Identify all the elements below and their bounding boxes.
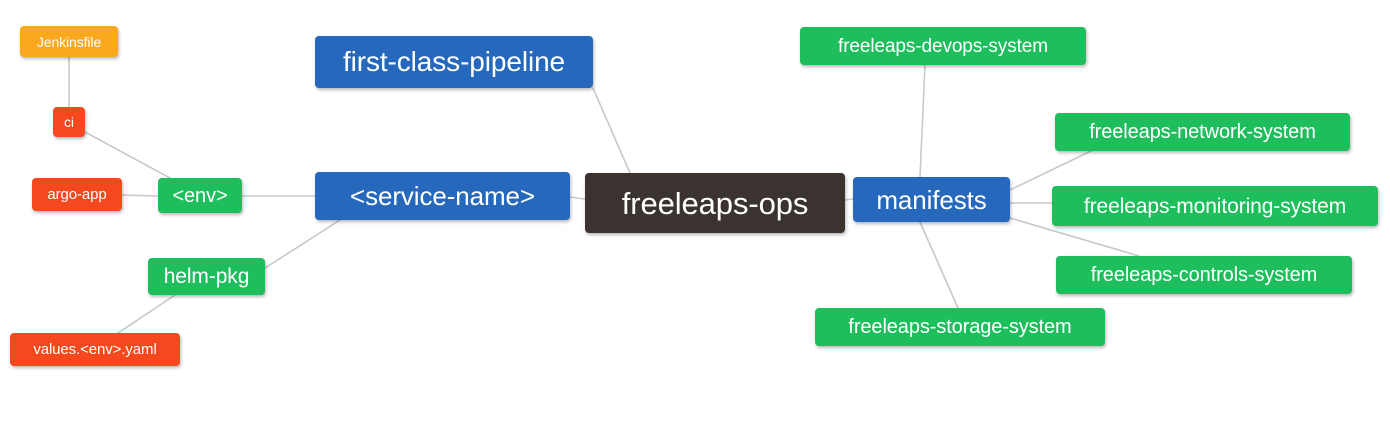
node-argo-app[interactable]: argo-app (32, 178, 122, 211)
node-jenkinsfile[interactable]: Jenkinsfile (20, 26, 118, 57)
node-values-yaml[interactable]: values.<env>.yaml (10, 333, 180, 366)
edge-service-name-to-helm-pkg (264, 219, 341, 269)
node-devops-system[interactable]: freeleaps-devops-system (800, 27, 1086, 65)
edge-manifests-to-devops-system (919, 64, 926, 178)
node-storage-system[interactable]: freeleaps-storage-system (815, 308, 1105, 346)
node-root[interactable]: freeleaps-ops (585, 173, 845, 233)
edge-manifests-to-storage-system (919, 221, 959, 309)
edge-root-to-pipeline (592, 87, 631, 174)
node-manifests[interactable]: manifests (853, 177, 1010, 222)
node-network-system[interactable]: freeleaps-network-system (1055, 113, 1350, 151)
node-helm-pkg[interactable]: helm-pkg (148, 258, 265, 295)
edge-env-to-argo-app (121, 194, 159, 197)
node-pipeline[interactable]: first-class-pipeline (315, 36, 593, 88)
node-ci[interactable]: ci (53, 107, 85, 137)
node-env[interactable]: <env> (158, 178, 242, 213)
edge-manifests-to-controls-system (1009, 217, 1140, 257)
node-monitoring-system[interactable]: freeleaps-monitoring-system (1052, 186, 1378, 226)
edge-root-to-service-name (569, 196, 586, 200)
node-controls-system[interactable]: freeleaps-controls-system (1056, 256, 1352, 294)
node-service-name[interactable]: <service-name> (315, 172, 570, 220)
edge-root-to-manifests (844, 198, 854, 201)
edge-manifests-to-network-system (1009, 150, 1092, 191)
edge-helm-pkg-to-values-yaml (117, 294, 176, 334)
edge-env-to-ci (84, 131, 171, 179)
